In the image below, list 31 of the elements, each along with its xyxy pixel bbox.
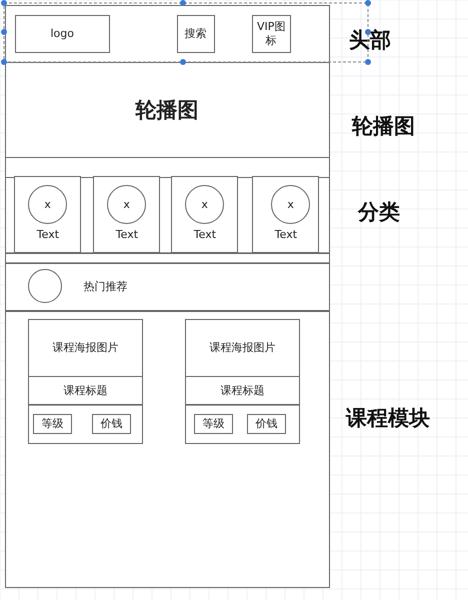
section-label: 热门推荐 xyxy=(84,280,128,294)
category-card xyxy=(171,176,238,254)
category-label: Text xyxy=(192,228,218,242)
section-caption: 头部 xyxy=(349,27,391,54)
carousel-band: 轮播图 xyxy=(4,62,330,158)
category-card xyxy=(93,176,160,254)
icon-circle: x xyxy=(271,185,310,224)
category-card xyxy=(14,176,82,254)
level-tag: 等级 xyxy=(33,414,72,434)
icon-circle: x xyxy=(107,185,146,224)
level-tag: 等级 xyxy=(194,414,234,434)
icon-box: VIP图标 xyxy=(252,14,291,53)
icon-circle: x xyxy=(28,185,68,224)
price-tag: 价钱 xyxy=(247,414,286,434)
category-label: Text xyxy=(114,228,140,242)
course-card xyxy=(28,319,144,444)
avatar-circle xyxy=(28,269,62,304)
category-label: Text xyxy=(36,228,60,242)
category-card xyxy=(252,176,320,254)
icon-circle: x xyxy=(185,185,224,224)
price-tag: 价钱 xyxy=(92,414,132,434)
category-label: Text xyxy=(274,228,298,242)
section-caption: 分类 xyxy=(358,199,400,226)
recommend-band xyxy=(4,262,330,311)
placeholder-box: logo xyxy=(14,14,110,53)
section-caption: 课程模块 xyxy=(346,405,430,432)
course-card xyxy=(185,319,300,444)
phone-frame xyxy=(5,5,330,588)
search-box: 搜索 xyxy=(176,14,215,53)
category-strip xyxy=(4,176,330,254)
section-caption: 轮播图 xyxy=(352,113,415,140)
